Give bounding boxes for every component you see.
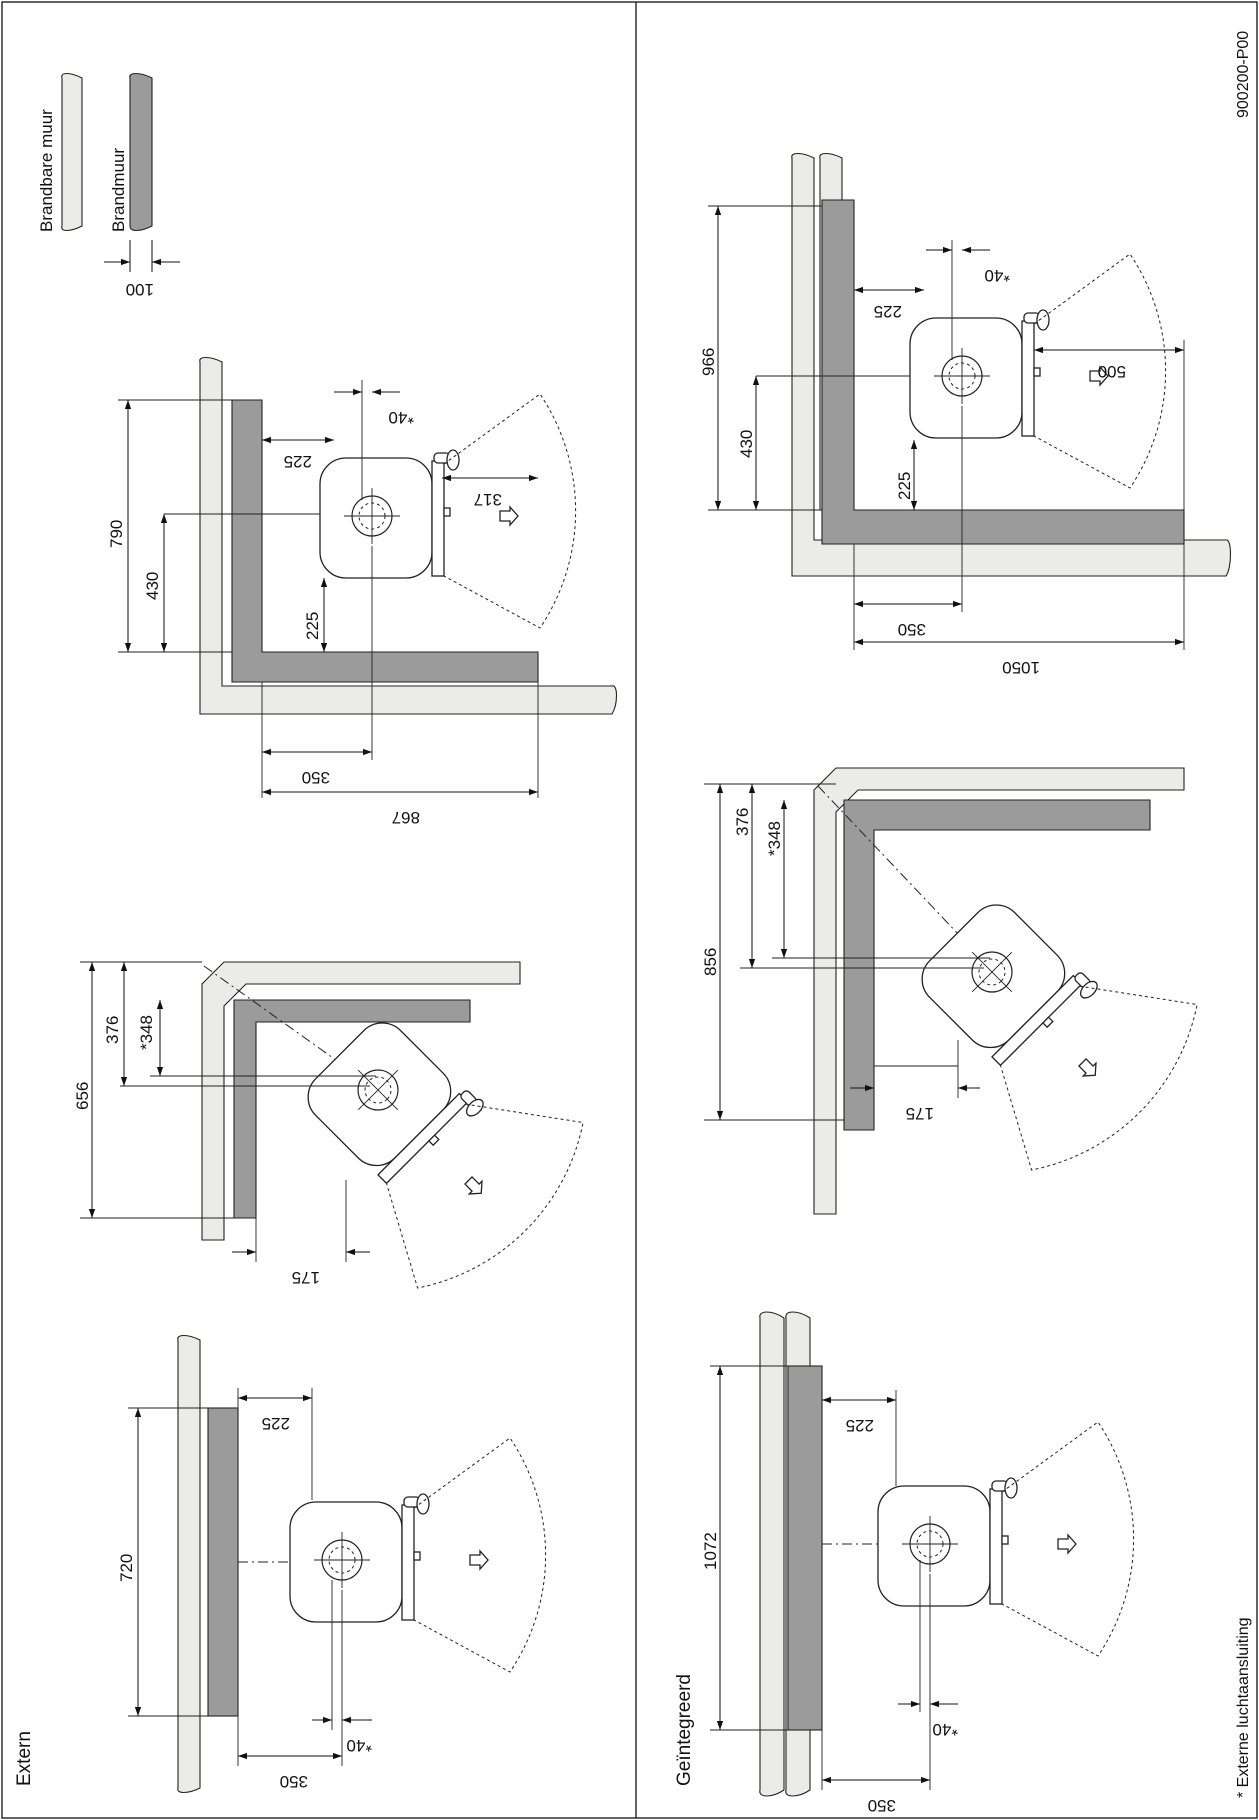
section-integrated-title: Geïntegreerd xyxy=(674,1674,695,1786)
dim-int-corner-348: *348 xyxy=(765,821,784,856)
dim-int-flat-rear: 225 xyxy=(846,1416,874,1435)
dim-ext-l-790: 790 xyxy=(107,520,126,548)
int-corner-layout: 856 376 *348 175 xyxy=(701,767,1223,1215)
dim-int-corner-376: 376 xyxy=(733,808,752,836)
dim-ext-l-867: 867 xyxy=(392,808,420,827)
ext-l-layout: 790 430 225 225 350 867 317 *40 xyxy=(107,356,618,827)
legend: Brandbare muur Brandmuur 100 xyxy=(37,72,180,299)
ext-corner-layout: 656 376 *348 175 xyxy=(73,961,609,1314)
int-flat-layout: 1072 225 350 *40 xyxy=(701,1311,1135,1815)
dim-int-l-430: 430 xyxy=(737,430,756,458)
dim-int-flat-width: 1072 xyxy=(701,1532,720,1570)
dim-ext-corner-348: *348 xyxy=(137,1015,156,1050)
dim-ext-l-350: 350 xyxy=(302,768,330,787)
legend-firewall-label: Brandmuur xyxy=(109,148,128,232)
dim-int-l-225a: 225 xyxy=(874,302,902,321)
dim-ext-corner-total: 656 xyxy=(73,1082,92,1110)
dim-ext-l-430: 430 xyxy=(143,572,162,600)
dim-int-l-air: *40 xyxy=(984,266,1010,285)
dim-int-l-500: 500 xyxy=(1098,362,1126,381)
dim-ext-l-225b: 225 xyxy=(303,612,322,640)
dim-int-flat-air: *40 xyxy=(932,1720,958,1739)
ext-flat-layout: 720 225 350 *40 xyxy=(117,1334,547,1794)
dim-ext-l-317: 317 xyxy=(474,490,502,509)
int-l-layout: 966 430 225 225 350 1050 500 *40 xyxy=(699,152,1232,677)
dim-int-l-966: 966 xyxy=(699,348,718,376)
dim-ext-corner-376: 376 xyxy=(103,1016,122,1044)
dim-ext-flat-rear: 225 xyxy=(262,1414,290,1433)
dim-int-flat-side: 350 xyxy=(868,1796,896,1815)
legend-combustible-label: Brandbare muur xyxy=(37,109,56,232)
dim-ext-flat-side: 350 xyxy=(280,1772,308,1791)
dim-ext-l-225a: 225 xyxy=(284,452,312,471)
dim-ext-corner-175: 175 xyxy=(292,1268,320,1287)
dim-ext-flat-width: 720 xyxy=(117,1554,136,1582)
dim-int-l-225b: 225 xyxy=(895,472,914,500)
legend-thickness: 100 xyxy=(126,280,154,299)
legend-firewall-swatch xyxy=(129,72,153,232)
footnote: * Externe luchtaansluiting xyxy=(1235,1617,1252,1798)
dim-int-corner-total: 856 xyxy=(701,948,720,976)
dim-int-l-1050: 1050 xyxy=(1002,658,1040,677)
section-external-title: Extern xyxy=(14,1731,35,1786)
dim-int-l-350: 350 xyxy=(898,620,926,639)
drawing-code: 900200-P00 xyxy=(1235,31,1252,118)
dim-ext-flat-air: *40 xyxy=(346,1736,372,1755)
dim-int-corner-175: 175 xyxy=(906,1104,934,1123)
legend-combustible-swatch xyxy=(61,72,83,232)
dim-ext-l-air: *40 xyxy=(388,408,414,427)
